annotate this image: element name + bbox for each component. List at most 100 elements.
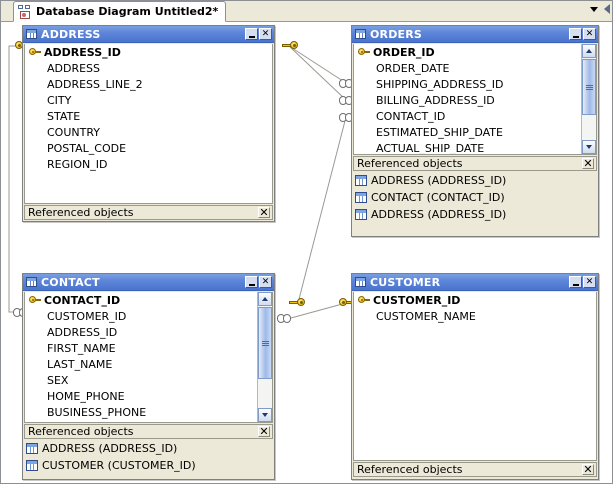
column-name: ADDRESS <box>47 61 101 75</box>
table-icon <box>355 277 366 287</box>
column-row[interactable]: ADDRESS_ID <box>25 44 272 60</box>
column-list-address[interactable]: ADDRESS_ID ADDRESS ADDRESS_LINE_2 CITY S… <box>24 44 273 204</box>
column-name: SEX <box>47 373 69 387</box>
close-button[interactable]: ✕ <box>583 28 596 40</box>
referenced-object-label: ADDRESS (ADDRESS_ID) <box>371 174 507 187</box>
column-name: CUSTOMER_NAME <box>376 309 476 323</box>
column-row[interactable]: ESTIMATED_SHIP_DATE <box>354 124 596 140</box>
column-row[interactable]: ADDRESS <box>25 60 272 76</box>
column-row[interactable]: REGION_ID <box>25 156 272 172</box>
table-title-contact: CONTACT <box>41 275 100 289</box>
column-row[interactable]: POSTAL_CODE <box>25 140 272 156</box>
list-item[interactable]: CONTACT (CONTACT_ID) <box>355 189 598 206</box>
column-row[interactable]: ACTUAL_SHIP_DATE <box>354 140 596 155</box>
column-row[interactable]: ADDRESS_LINE_2 <box>25 76 272 92</box>
column-name: CUSTOMER_ID <box>373 293 461 307</box>
list-item[interactable]: CUSTOMER (CUSTOMER_ID) <box>26 457 274 474</box>
column-row[interactable]: CITY <box>25 92 272 108</box>
column-list-customer[interactable]: CUSTOMER_ID CUSTOMER_NAME <box>353 292 597 461</box>
scrollbar-thumb[interactable] <box>258 307 272 379</box>
column-row[interactable]: FIRST_NAME <box>25 340 272 356</box>
referenced-objects-close-button[interactable]: ✕ <box>582 463 594 476</box>
list-item[interactable]: ADDRESS (ADDRESS_ID) <box>355 172 598 189</box>
table-title-orders: ORDERS <box>370 27 423 41</box>
chevron-down-icon[interactable] <box>590 6 598 12</box>
titlebar-address[interactable]: ADDRESS ✕ <box>23 26 274 43</box>
titlebar-buttons: ✕ <box>245 276 272 288</box>
table-ref-icon <box>26 443 38 454</box>
minimize-button[interactable] <box>569 276 582 288</box>
titlebar-orders[interactable]: ORDERS ✕ <box>352 26 598 43</box>
titlebar-contact[interactable]: CONTACT ✕ <box>23 274 274 291</box>
column-name: CITY <box>47 93 72 107</box>
column-row[interactable]: CUSTOMER_ID <box>354 292 596 308</box>
tab-title: Database Diagram Untitled2* <box>36 5 219 18</box>
column-row[interactable]: STATE <box>25 108 272 124</box>
left-arrow-icon[interactable] <box>604 4 610 14</box>
table-ref-icon <box>355 209 367 220</box>
diagram-canvas[interactable]: ADDRESS ✕ ADDRESS_ID ADDRESS ADDRESS_LIN… <box>1 22 612 483</box>
table-ref-icon <box>26 460 38 471</box>
tab-database-diagram[interactable]: Database Diagram Untitled2* <box>13 1 227 22</box>
column-name: ACTUAL_SHIP_DATE <box>376 141 485 155</box>
connector-contact-orders <box>297 116 347 304</box>
referenced-objects-list-contact[interactable]: ADDRESS (ADDRESS_ID) CUSTOMER (CUSTOMER_… <box>23 439 274 477</box>
column-name: ADDRESS_ID <box>47 325 118 339</box>
vertical-scrollbar-orders[interactable] <box>581 44 596 154</box>
list-item[interactable]: ADDRESS (ADDRESS_ID) <box>355 206 598 223</box>
column-row[interactable]: BUSINESS_PHONE <box>25 404 272 420</box>
referenced-objects-close-button[interactable]: ✕ <box>582 157 594 170</box>
scroll-up-button[interactable] <box>258 292 272 306</box>
column-row[interactable]: CUSTOMER_NAME <box>354 308 596 324</box>
referenced-objects-close-button[interactable]: ✕ <box>258 425 270 438</box>
column-name: HOME_PHONE <box>47 389 125 403</box>
column-row[interactable]: HOME_PHONE <box>25 388 272 404</box>
column-list-orders[interactable]: ORDER_ID ORDER_DATE SHIPPING_ADDRESS_ID … <box>353 44 597 155</box>
scrollbar-thumb[interactable] <box>582 59 596 115</box>
column-row[interactable]: LAST_NAME <box>25 356 272 372</box>
diagram-icon <box>18 4 32 19</box>
table-window-contact[interactable]: CONTACT ✕ CONTACT_ID CUSTOMER_ID ADDRESS… <box>22 273 275 480</box>
column-row[interactable]: ADDRESS_ID <box>25 324 272 340</box>
table-window-orders[interactable]: ORDERS ✕ ORDER_ID ORDER_DATE SHIPPING_AD… <box>351 25 599 237</box>
column-name: SHIPPING_ADDRESS_ID <box>376 77 504 91</box>
referenced-objects-label: Referenced objects <box>28 425 134 438</box>
titlebar-customer[interactable]: CUSTOMER ✕ <box>352 274 598 291</box>
table-window-address[interactable]: ADDRESS ✕ ADDRESS_ID ADDRESS ADDRESS_LIN… <box>22 25 275 222</box>
column-row[interactable]: BILLING_ADDRESS_ID <box>354 92 596 108</box>
close-button[interactable]: ✕ <box>583 276 596 288</box>
referenced-objects-bar-address: Referenced objects ✕ <box>24 205 273 220</box>
scroll-down-button[interactable] <box>582 140 596 154</box>
column-list-contact[interactable]: CONTACT_ID CUSTOMER_ID ADDRESS_ID FIRST_… <box>24 292 273 423</box>
pk-endpoint-customer <box>339 297 355 308</box>
column-row[interactable]: CUSTOMER_ID <box>25 308 272 324</box>
vertical-scrollbar-contact[interactable] <box>257 292 272 422</box>
scroll-down-button[interactable] <box>258 408 272 422</box>
minimize-button[interactable] <box>569 28 582 40</box>
column-row[interactable]: ORDER_DATE <box>354 60 596 76</box>
column-name: CONTACT_ID <box>376 109 446 123</box>
referenced-objects-list-orders[interactable]: ADDRESS (ADDRESS_ID) CONTACT (CONTACT_ID… <box>352 171 598 225</box>
column-row[interactable]: CONTACT_ID <box>25 292 272 308</box>
table-window-customer[interactable]: CUSTOMER ✕ CUSTOMER_ID CUSTOMER_NAME Ref… <box>351 273 599 480</box>
column-row[interactable]: COUNTRY <box>25 124 272 140</box>
referenced-objects-close-button[interactable]: ✕ <box>258 206 270 219</box>
column-name: COUNTRY <box>47 125 100 139</box>
titlebar-buttons: ✕ <box>245 28 272 40</box>
column-name: ORDER_ID <box>373 45 435 59</box>
column-name: ESTIMATED_SHIP_DATE <box>376 125 503 139</box>
column-row[interactable]: SEX <box>25 372 272 388</box>
column-name: REGION_ID <box>47 157 108 171</box>
close-button[interactable]: ✕ <box>259 276 272 288</box>
column-name: STATE <box>47 109 81 123</box>
minimize-button[interactable] <box>245 28 258 40</box>
scroll-up-button[interactable] <box>582 44 596 58</box>
list-item[interactable]: ADDRESS (ADDRESS_ID) <box>26 440 274 457</box>
column-row[interactable]: CONTACT_ID <box>354 108 596 124</box>
close-button[interactable]: ✕ <box>259 28 272 40</box>
minimize-button[interactable] <box>245 276 258 288</box>
connector-address-orders-billing <box>288 45 347 101</box>
primary-key-icon <box>357 294 370 306</box>
column-row[interactable]: SHIPPING_ADDRESS_ID <box>354 76 596 92</box>
column-row[interactable]: ORDER_ID <box>354 44 596 60</box>
